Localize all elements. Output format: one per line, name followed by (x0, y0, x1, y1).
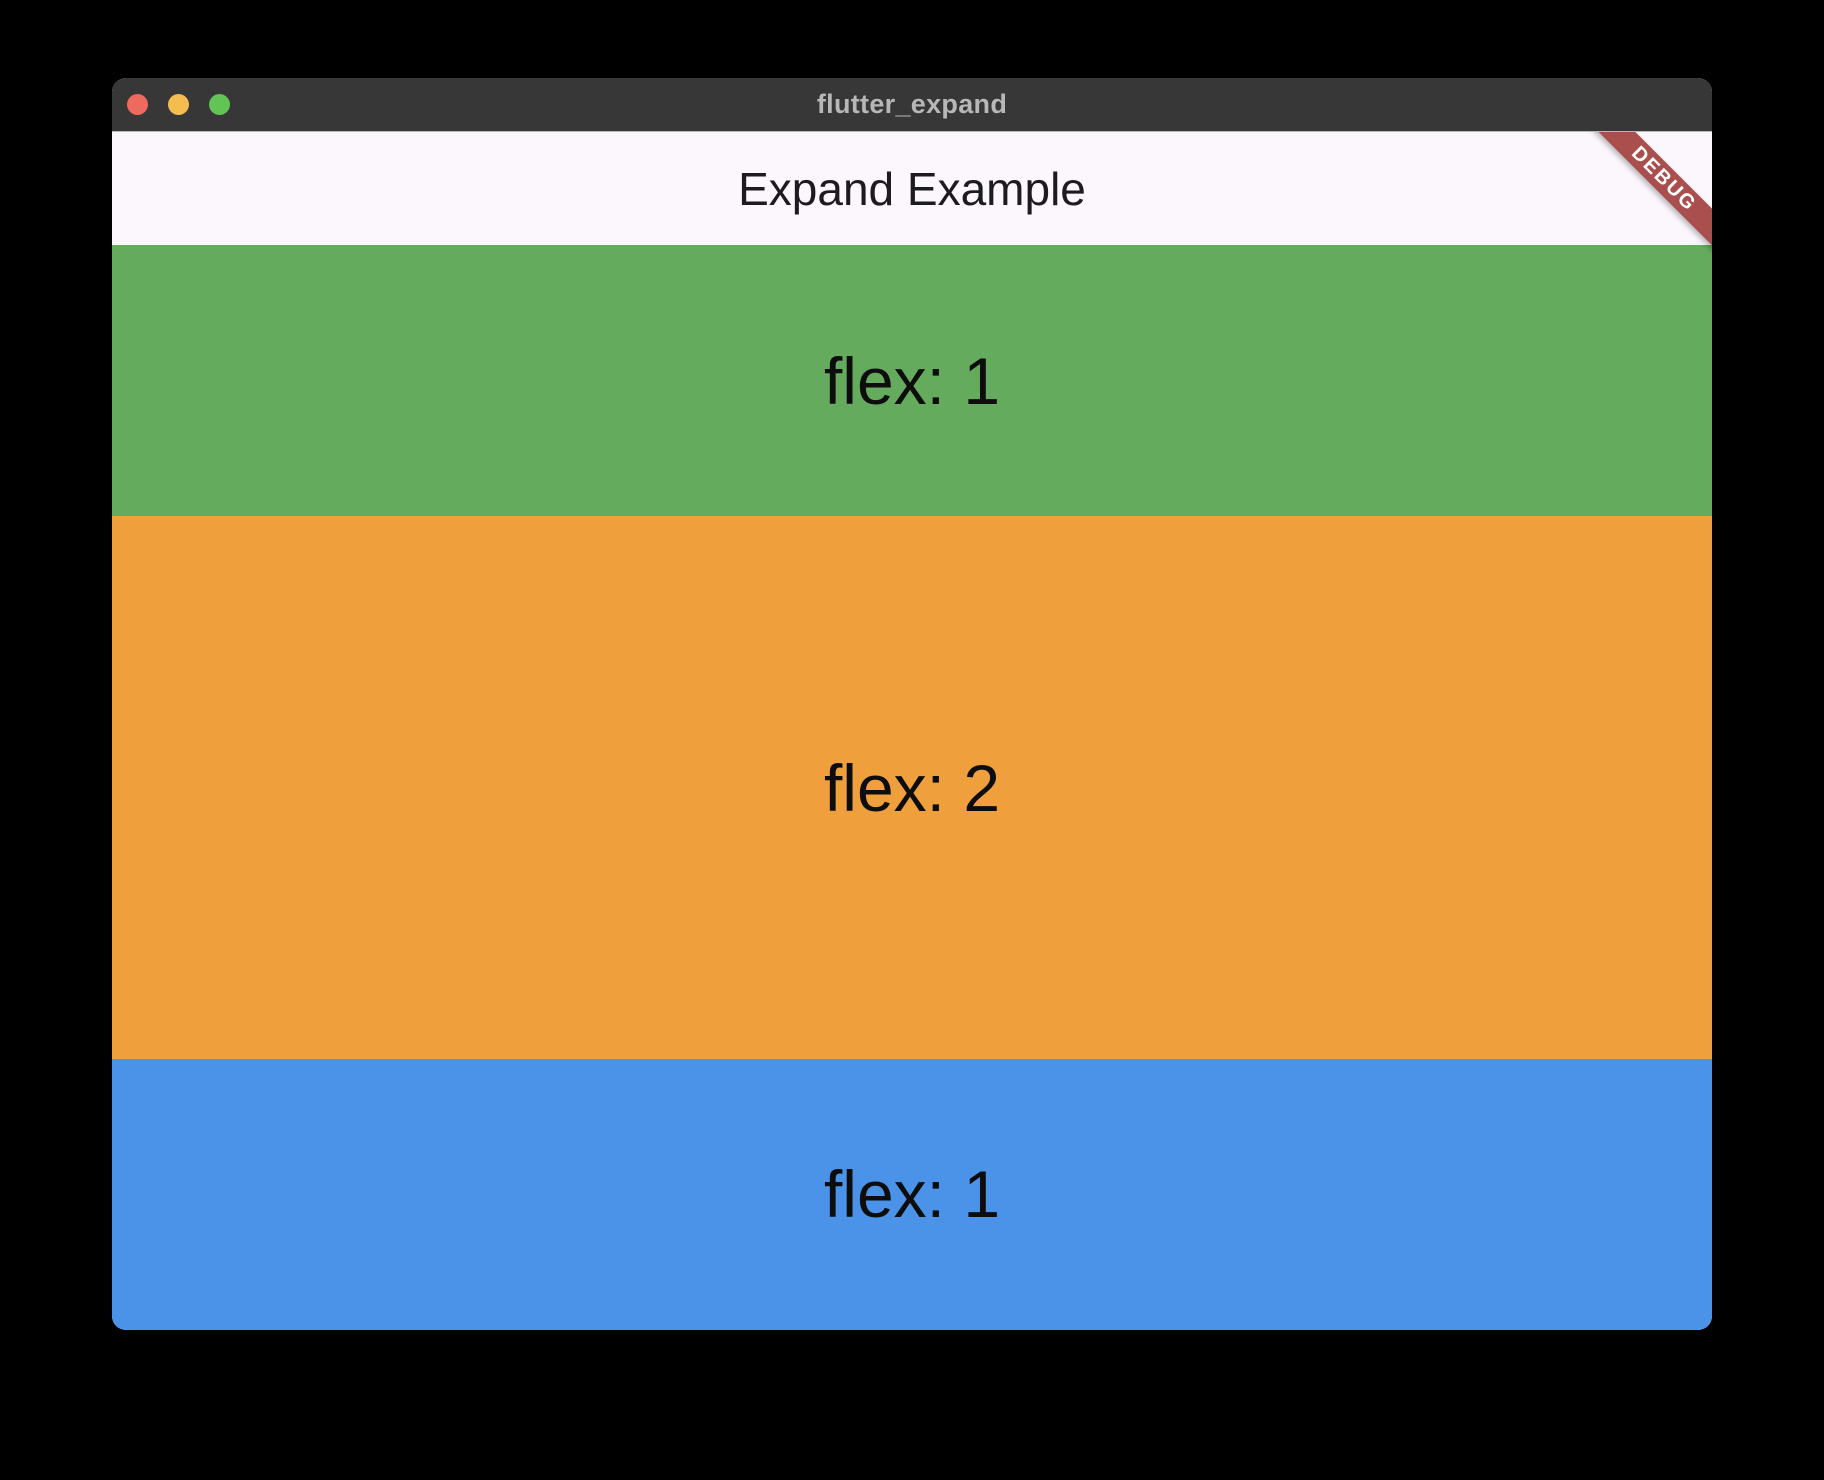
minimize-button[interactable] (168, 94, 189, 115)
flex-band-orange: flex: 2 (112, 516, 1712, 1059)
window-title: flutter_expand (816, 89, 1008, 119)
flex-band-green: flex: 1 (112, 245, 1712, 517)
flex-band-label: flex: 2 (823, 750, 1001, 825)
flex-band-blue: flex: 1 (112, 1058, 1712, 1330)
app-bar: Expand Example (112, 132, 1712, 245)
flex-column: flex: 1 flex: 2 flex: 1 (112, 245, 1712, 1330)
titlebar[interactable]: flutter_expand (112, 78, 1712, 132)
close-button[interactable] (127, 94, 148, 115)
flex-band-label: flex: 1 (823, 1157, 1001, 1232)
traffic-light-buttons (127, 78, 230, 131)
app-window: flutter_expand Expand Example flex: 1 fl… (112, 78, 1712, 1330)
page-title: Expand Example (738, 162, 1086, 215)
zoom-button[interactable] (209, 94, 230, 115)
flex-band-label: flex: 1 (823, 343, 1001, 418)
